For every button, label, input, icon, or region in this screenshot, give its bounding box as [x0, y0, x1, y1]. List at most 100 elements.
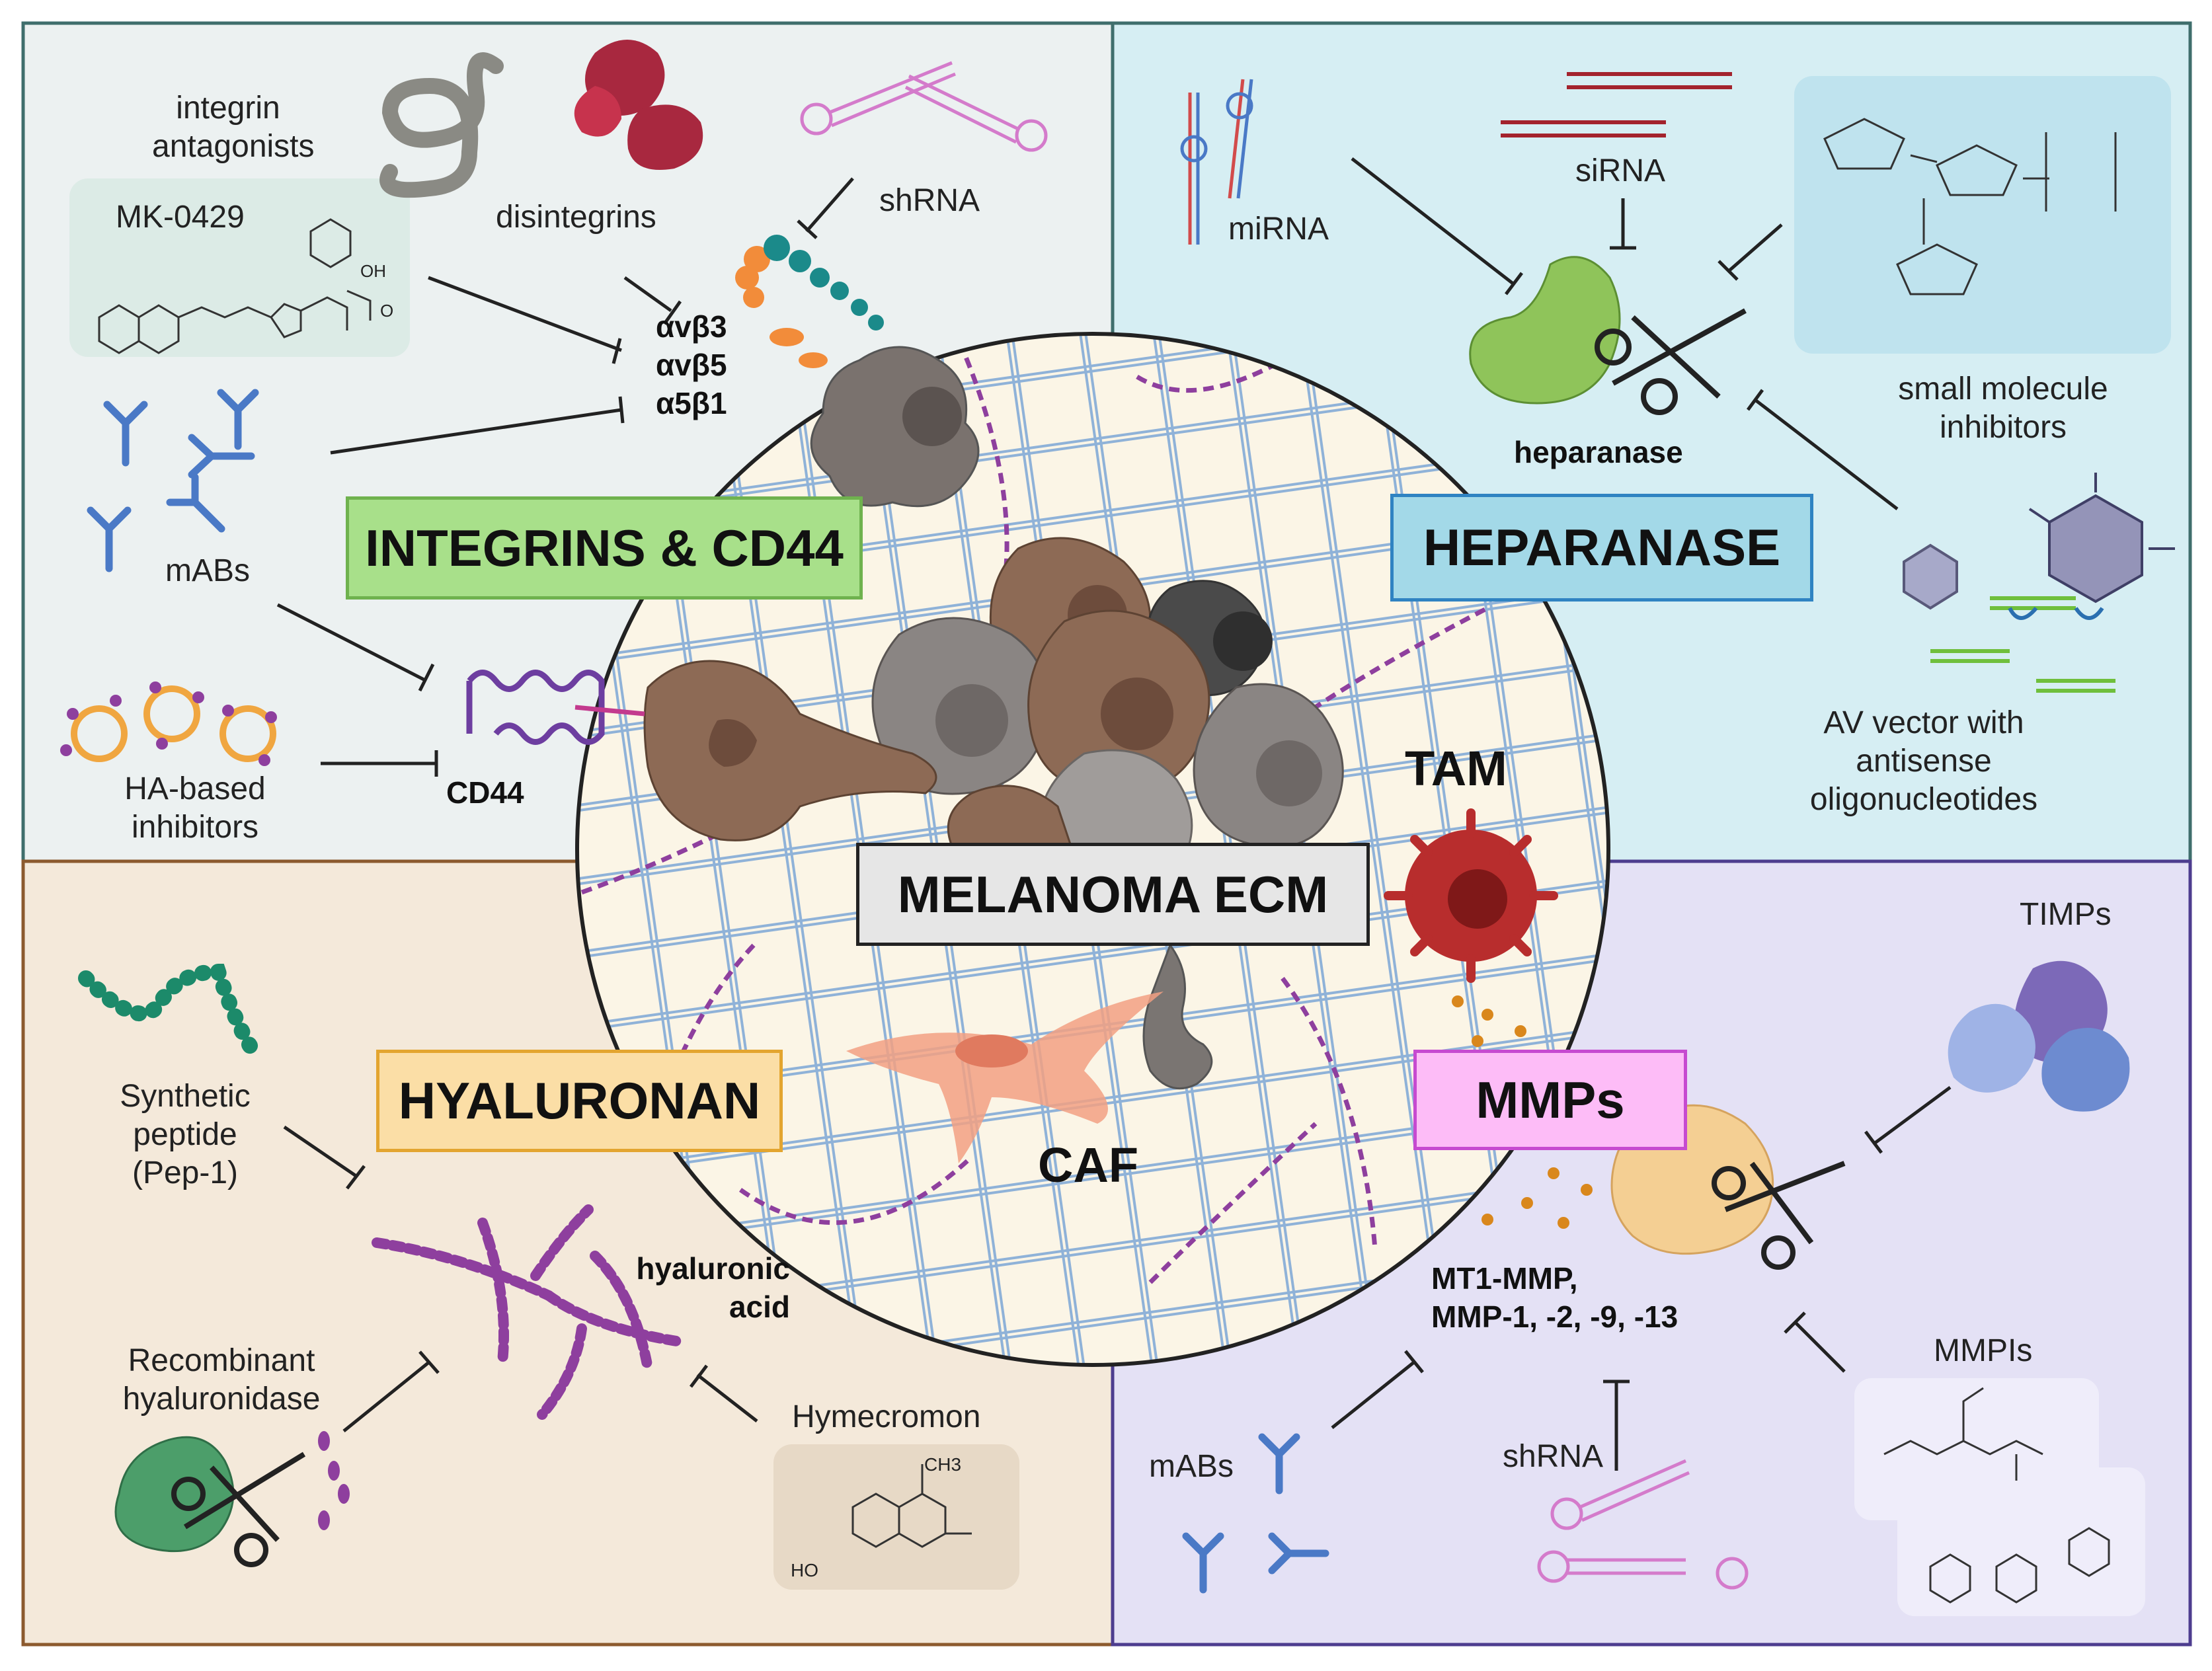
mmpis-label: MMPIs — [1934, 1333, 2033, 1368]
collagen-fibre — [1241, 605, 1489, 762]
integrin-antagonists-line2: antagonists — [152, 129, 315, 164]
pep1-line1: Synthetic — [120, 1079, 251, 1114]
hymecromon-ch3-label: CH3 — [924, 1454, 962, 1475]
heparan-inhibitor-structure — [1823, 118, 2117, 295]
sirna-duplex-icon — [1501, 72, 1732, 137]
melanoma-ecm-title-box: MELANOMA ECM — [856, 843, 1370, 946]
mmp-antibody-icon-group — [1182, 1433, 1329, 1594]
integrins-title-box: INTEGRINS & CD44 — [346, 496, 863, 600]
mmps-mabs-label: mABs — [1149, 1449, 1234, 1484]
mmp-targets: MT1-MMP, MMP-1, -2, -9, -13 — [1431, 1259, 1678, 1336]
recombinant-line1: Recombinant — [128, 1343, 315, 1378]
small-molecule-inhibitors-label: small molecule inhibitors — [1874, 370, 2132, 447]
mirna-label: miRNA — [1228, 212, 1329, 247]
ha-inhibitor-icon — [71, 685, 276, 762]
pep1-line2: peptide — [133, 1117, 237, 1152]
ha-inhibitors-line2: inhibitors — [131, 810, 259, 845]
recombinant-line2: hyaluronidase — [122, 1381, 321, 1417]
mk0429-label: MK-0429 — [116, 200, 245, 235]
antibody-icon-group — [87, 389, 259, 572]
pep1-label: Synthetic peptide (Pep-1) — [99, 1077, 271, 1192]
pep1-line3: (Pep-1) — [132, 1155, 239, 1190]
mmps-title: MMPs — [1476, 1070, 1625, 1129]
disintegrins-label: disintegrins — [496, 200, 656, 235]
integrins-mabs-label: mABs — [165, 553, 251, 588]
collagen-fibre — [738, 1155, 974, 1225]
hyaluronan-title: HYALURONAN — [398, 1071, 761, 1130]
mmps-title-box: MMPs — [1413, 1050, 1687, 1150]
ha-based-inhibitors-label: HA-based inhibitors — [109, 770, 281, 847]
heparan-inhibitor-structure-bg — [1794, 76, 2171, 354]
mmpi-structure-bg-2 — [1897, 1467, 2145, 1616]
hyaluronic-line2: acid — [729, 1290, 790, 1324]
hymecromon-label: Hymecromon — [792, 1399, 981, 1434]
cd44-stalk — [574, 705, 645, 717]
inhibition-arrows — [276, 157, 1952, 1471]
caf-label: CAF — [1038, 1138, 1139, 1192]
integrins-shrna-label: shRNA — [879, 183, 980, 218]
timps-protein-icon — [1948, 960, 2130, 1112]
cd44-receptor — [466, 670, 605, 745]
cd44-label: CD44 — [446, 775, 524, 810]
heparanase-enzyme-icon — [1469, 256, 1621, 405]
hyaluronan-title-box: HYALURONAN — [376, 1050, 783, 1152]
av-vector-line1: AV vector with — [1823, 705, 2024, 740]
av-vector-label: AV vector with antisense oligonucleotide… — [1785, 704, 2063, 819]
melanoma-cells — [643, 346, 1344, 1090]
mmpi-structure — [1883, 1387, 2110, 1604]
small-molecule-line2: inhibitors — [1939, 410, 2067, 445]
hymecromon-structure-bg — [773, 1444, 1019, 1590]
mk0429-oh-label: OH — [360, 261, 386, 281]
scissors-icon-mmp — [1712, 1161, 1846, 1270]
hyaluronic-acid-icon — [372, 1204, 686, 1420]
ha-inhibitors-line1: HA-based — [124, 771, 266, 806]
collagen-fibre — [1148, 1122, 1318, 1284]
heparanase-enzyme-label: heparanase — [1514, 435, 1683, 469]
tam-label: TAM — [1405, 741, 1507, 796]
small-molecule-line1: small molecule — [1898, 371, 2108, 407]
caf-cell — [846, 991, 1164, 1163]
scissors-icon-hyaluronan — [171, 1452, 306, 1567]
integrin-antagonists-label: integrin antagonists — [152, 89, 315, 166]
tam-cell — [1384, 808, 1558, 983]
target-avb3: αvβ3 — [656, 309, 727, 344]
mmp-shrna-hairpin-icon — [1537, 1459, 1749, 1590]
collagen-fibre — [580, 830, 722, 895]
heparanase-title: HEPARANASE — [1423, 518, 1781, 576]
ha-inhibitor-beads — [60, 681, 277, 766]
av-vector-line2: antisense — [1856, 744, 1992, 779]
hyaluronic-line1: hyaluronic — [636, 1251, 790, 1286]
integrin-targets: αvβ3 αvβ5 α5β1 — [656, 307, 727, 422]
antisense-oligo-icon — [1930, 596, 2115, 693]
heparanase-title-box: HEPARANASE — [1390, 494, 1813, 602]
target-a5b1: α5β1 — [656, 386, 727, 420]
hymecromon-structure — [851, 1464, 972, 1548]
mmps-shrna-label: shRNA — [1503, 1439, 1604, 1474]
integrin-antagonists-line1: integrin — [176, 91, 280, 126]
snake-icon — [379, 52, 504, 198]
scissors-icon — [1595, 308, 1747, 415]
timps-label: TIMPs — [2020, 897, 2112, 932]
mk0429-o-label: O — [380, 301, 394, 321]
integrin-receptor — [735, 235, 884, 368]
hymecromon-ho-label: HO — [791, 1560, 818, 1580]
sirna-label: siRNA — [1575, 153, 1666, 188]
mmp-target-line1: MT1-MMP, — [1431, 1261, 1578, 1296]
collagen-fibre — [1281, 976, 1378, 1250]
disintegrin-protein-icon — [574, 40, 703, 170]
mirna-hairpin-icon — [1180, 79, 1253, 245]
ha-fragments — [318, 1431, 350, 1530]
hyaluronic-acid-label: hyaluronic acid — [612, 1249, 790, 1326]
av-vector-icon — [1903, 473, 2175, 610]
collagen-fibre — [1136, 334, 1397, 393]
integrins-title: INTEGRINS & CD44 — [365, 518, 844, 577]
mk0429-structure — [98, 218, 372, 354]
target-avb5: αvβ5 — [656, 348, 727, 382]
shrna-hairpin-icon — [800, 61, 1048, 152]
av-vector-line3: oligonucleotides — [1809, 782, 2038, 817]
pep1-peptide-icon — [78, 963, 266, 1066]
melanoma-ecm-title: MELANOMA ECM — [897, 865, 1329, 923]
recombinant-hyaluronidase-label: Recombinant hyaluronidase — [109, 1342, 334, 1418]
